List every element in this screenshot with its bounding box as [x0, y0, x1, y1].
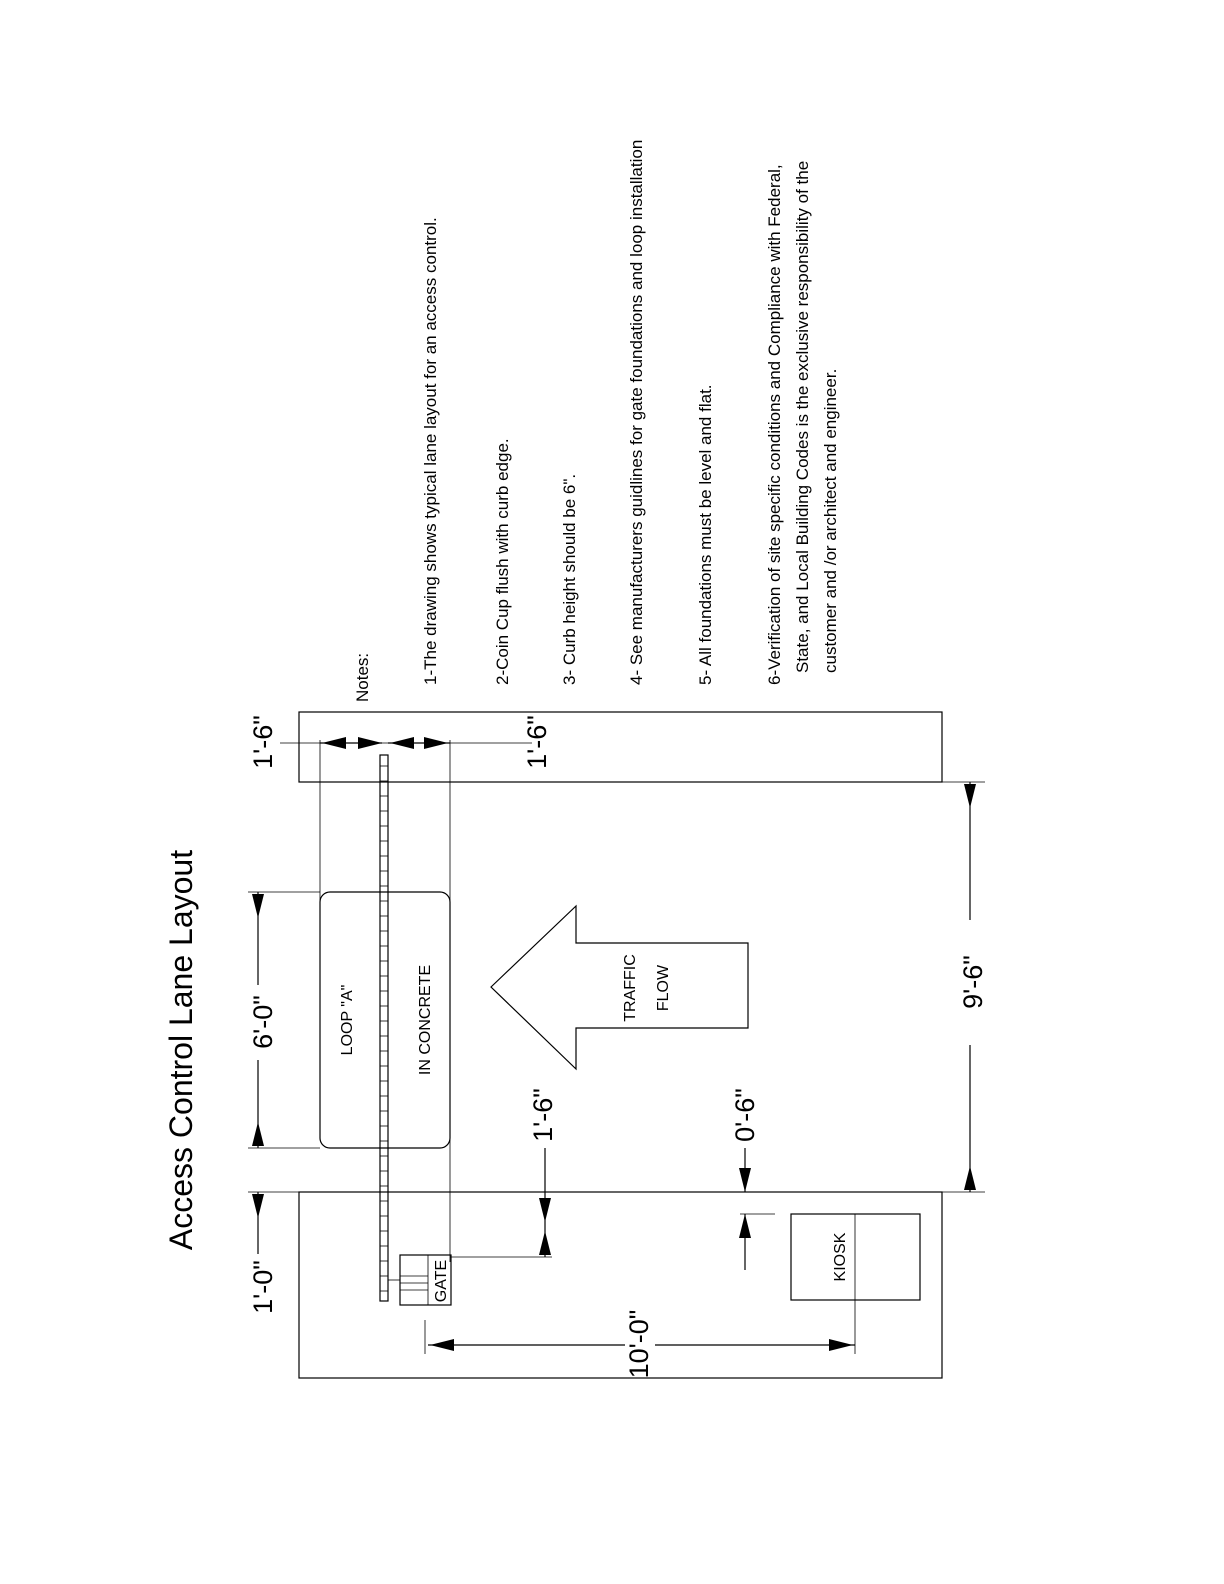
note-6-line-2: State, and Local Building Codes is the e…	[793, 161, 812, 673]
traffic-label-line1: TRAFFIC	[622, 954, 639, 1022]
note-5-line-1: 5- All foundations must be level and fla…	[696, 384, 715, 685]
dim-island-right-depth: 1'-6"	[388, 715, 552, 769]
dim-kiosk-offset-label: 0'-6"	[730, 1088, 760, 1142]
note-6-line-1: 6-Verification of site specific conditio…	[765, 164, 784, 685]
dim-island-length-label: 10'-0"	[624, 1310, 654, 1379]
dim-kiosk-offset: 0'-6"	[730, 1088, 760, 1270]
dim-lane-width: 9'-6"	[942, 781, 988, 1193]
loop-a: LOOP "A" IN CONCRETE	[319, 891, 451, 1149]
loop-label-line2: IN CONCRETE	[417, 965, 434, 1075]
note-4-line-1: 4- See manufacturers guidlines for gate …	[627, 140, 646, 685]
gate-arm	[379, 754, 389, 1302]
dim-gate-to-loop: 1'-6"	[528, 1088, 558, 1257]
dim-island-top-depth-label: 1'-6"	[248, 715, 278, 769]
dim-lane-width-label: 9'-6"	[958, 955, 988, 1009]
dim-gate-to-loop-label: 1'-6"	[528, 1088, 558, 1142]
gate-label: GATE	[433, 1260, 450, 1302]
notes-heading: Notes:	[353, 653, 372, 702]
loop-label-line1: LOOP "A"	[339, 985, 356, 1056]
island-lower	[298, 1191, 943, 1379]
island-upper	[298, 711, 943, 783]
notes: Notes: 1-The drawing shows typical lane …	[353, 140, 840, 702]
dim-island-length: 10'-0"	[428, 1310, 855, 1379]
traffic-label-line2: FLOW	[655, 964, 672, 1011]
dim-gate-offset: 1'-0"	[248, 1191, 299, 1314]
kiosk-label: KIOSK	[832, 1232, 849, 1281]
dim-loop-length: 6'-0"	[248, 892, 278, 1148]
kiosk: KIOSK	[790, 1213, 921, 1310]
note-1-line-1: 1-The drawing shows typical lane layout …	[421, 217, 440, 685]
note-6-line-3: customer and /or architect and engineer.	[821, 369, 840, 673]
dim-island-right-depth-label: 1'-6"	[522, 715, 552, 769]
note-3-line-1: 3- Curb height should be 6".	[560, 474, 579, 685]
gate-operator: GATE	[388, 1254, 452, 1306]
drawing-title: Access Control Lane Layout	[163, 850, 199, 1250]
traffic-flow-arrow: TRAFFIC FLOW	[490, 904, 749, 1071]
dim-gate-offset-label: 1'-0"	[248, 1260, 278, 1314]
dim-loop-length-label: 6'-0"	[248, 995, 278, 1049]
dim-island-top-depth: 1'-6"	[248, 715, 382, 769]
note-2-line-1: 2-Coin Cup flush with curb edge.	[493, 438, 512, 685]
